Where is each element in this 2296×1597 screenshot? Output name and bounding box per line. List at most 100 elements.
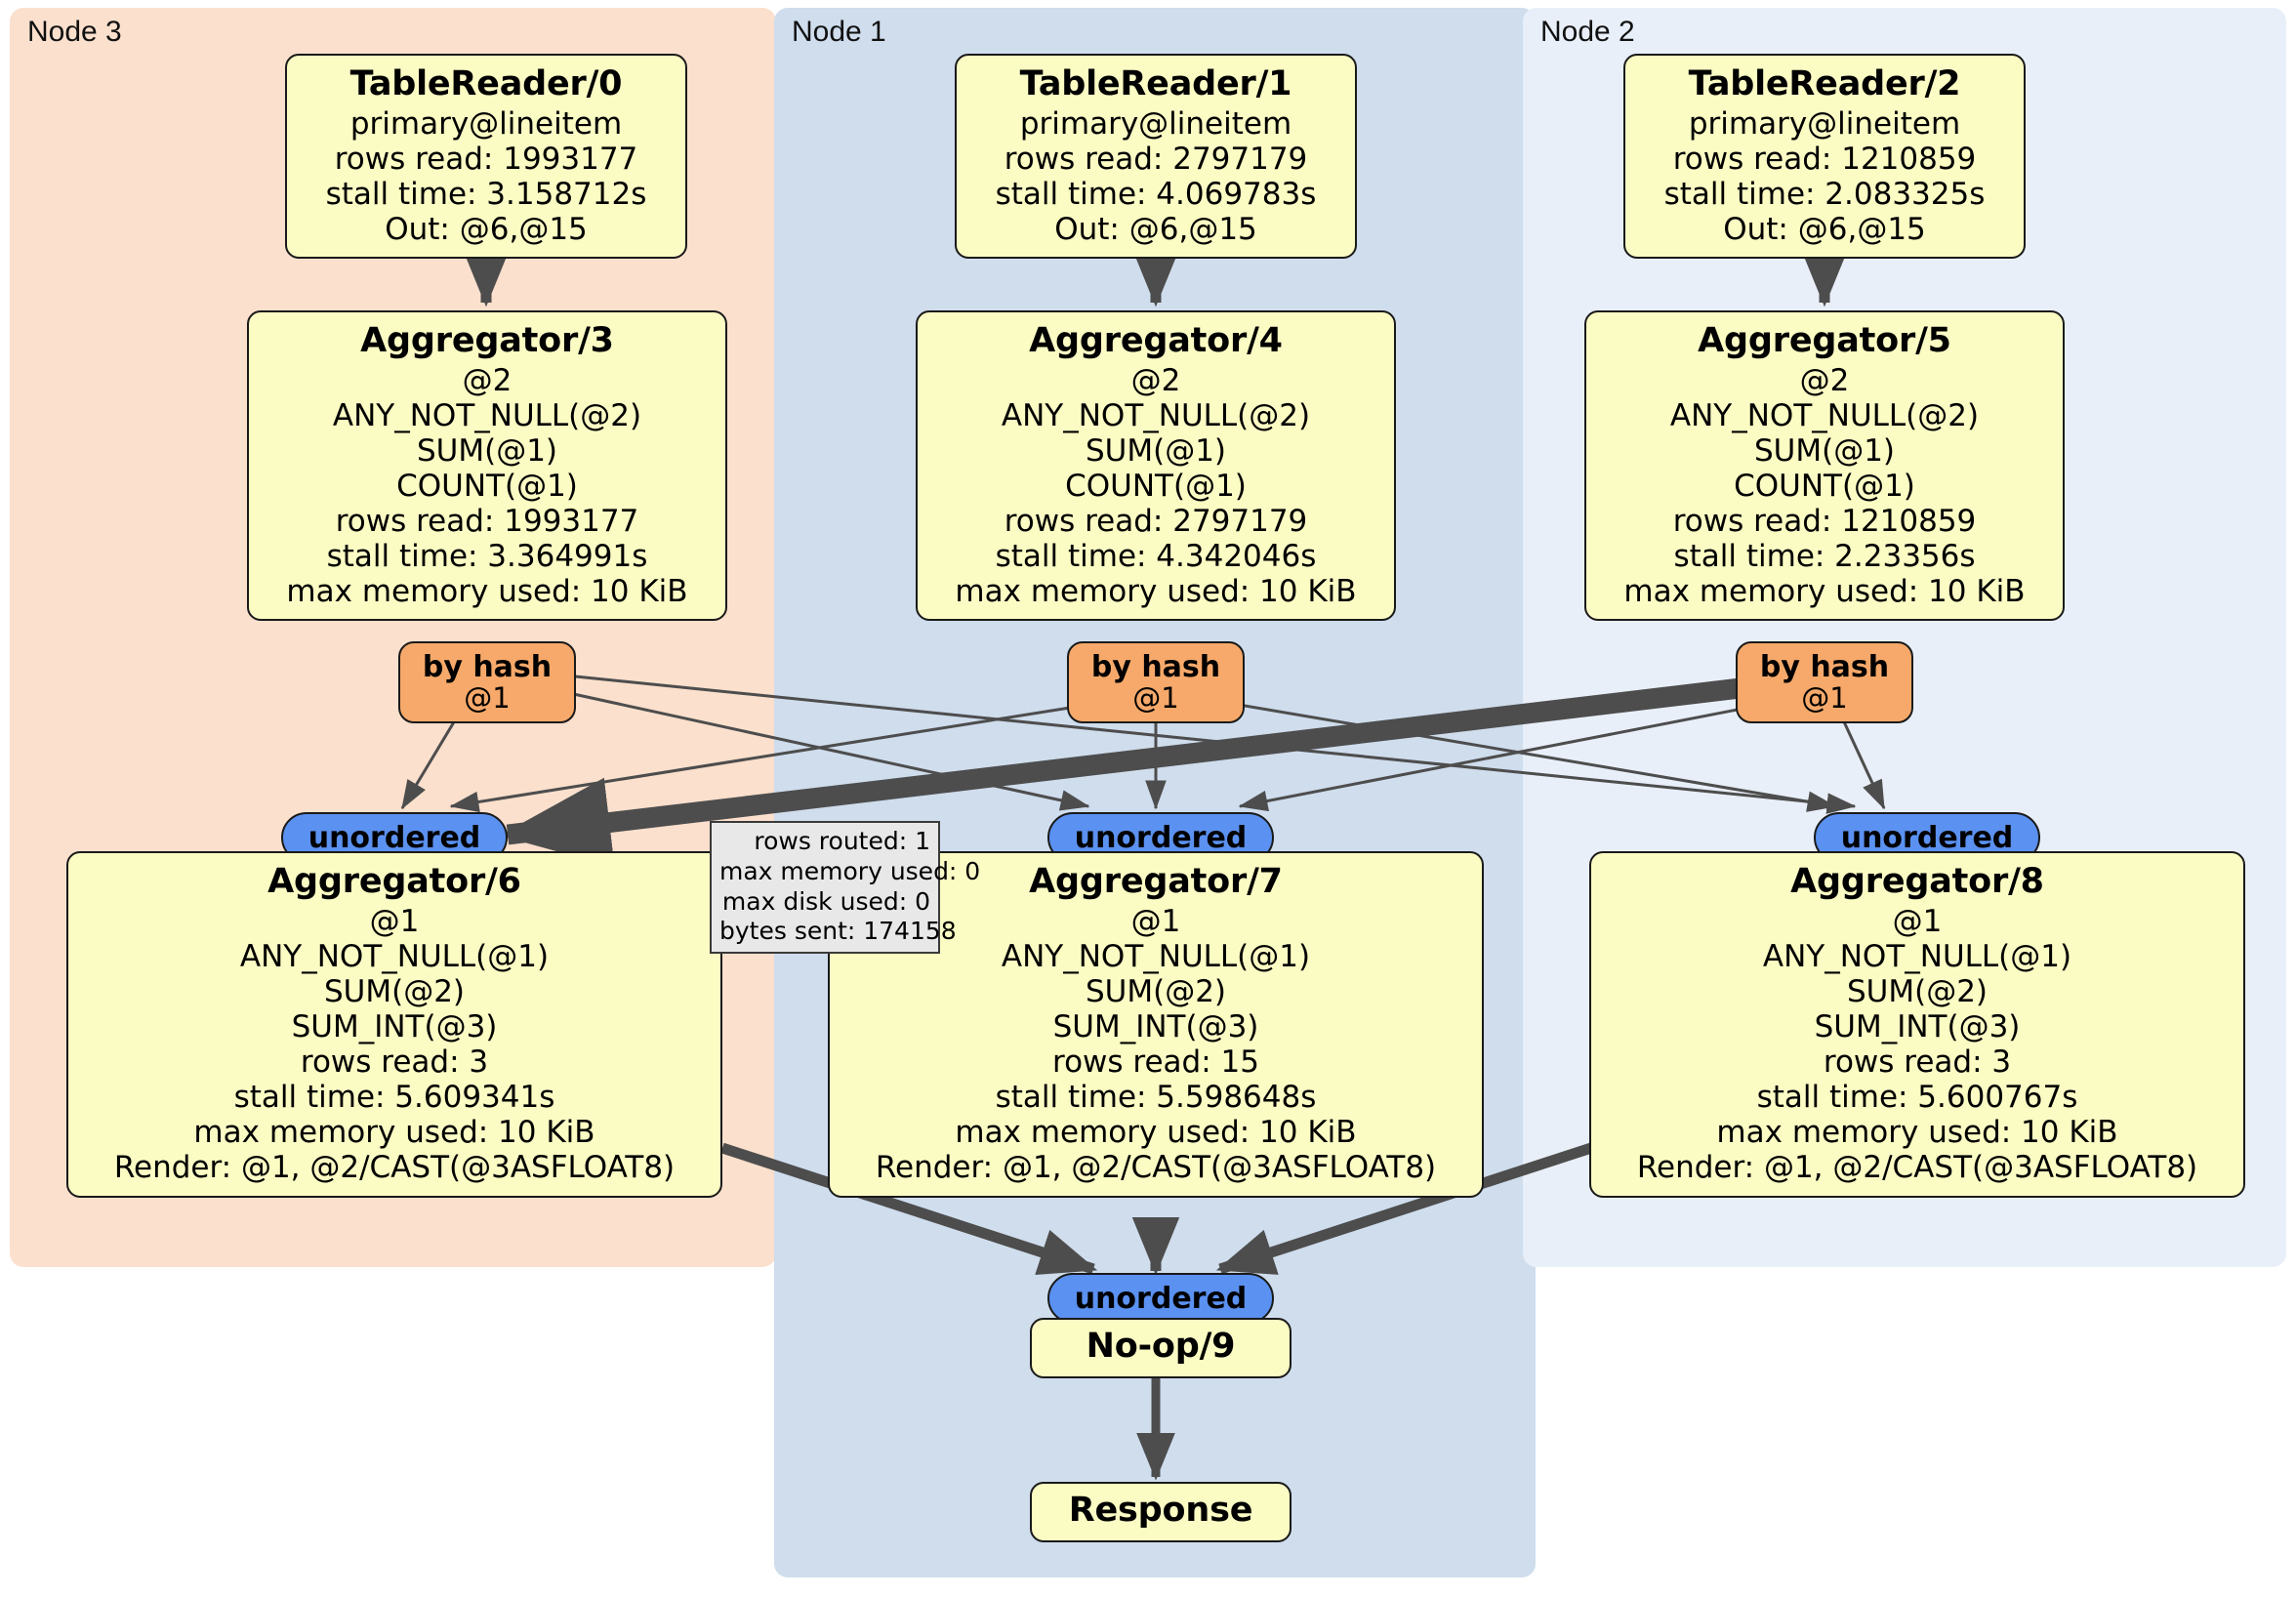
router-label: by hash [422, 649, 553, 684]
processor-line: SUM_INT(@3) [1814, 1009, 2021, 1045]
processor-title: Aggregator/5 [1698, 321, 1951, 360]
processor-line: SUM(@1) [1085, 432, 1227, 469]
cluster-node-3-label: Node 3 [27, 16, 122, 48]
stat-rows-routed: rows routed: 1 [754, 827, 930, 855]
processor-line: stall time: 2.083325s [1663, 176, 1986, 212]
processor-line: Out: @6,@15 [1054, 212, 1257, 248]
router-sublabel: @1 [1801, 680, 1848, 715]
processor-line: stall time: 5.598648s [995, 1080, 1317, 1116]
processor-line: stall time: 5.600767s [1756, 1080, 2078, 1116]
processor-aggregator-6[interactable]: Aggregator/6 @1 ANY_NOT_NULL(@1) SUM(@2)… [66, 851, 722, 1198]
stat-max-memory-used: max memory used: 0 [719, 856, 981, 885]
processor-aggregator-3[interactable]: Aggregator/3 @2 ANY_NOT_NULL(@2) SUM(@1)… [247, 310, 727, 622]
processor-line: rows read: 15 [1052, 1044, 1259, 1081]
processor-response[interactable]: Response [1030, 1482, 1292, 1542]
router-by-hash-5[interactable]: by hash @1 [1736, 641, 1913, 723]
synchronizer-label: unordered [308, 820, 481, 855]
processor-line: rows read: 3 [300, 1044, 489, 1081]
processor-line: @1 [1892, 903, 1943, 939]
processor-line: max memory used: 10 KiB [955, 574, 1357, 610]
processor-line: rows read: 1993177 [335, 504, 639, 540]
processor-title: Response [1068, 1491, 1253, 1530]
synchronizer-label: unordered [1840, 820, 2014, 855]
stat-bytes-sent: bytes sent: 174158 [719, 917, 957, 946]
processor-tablereader-1[interactable]: TableReader/1 primary@lineitem rows read… [955, 54, 1357, 260]
processor-line: @2 [1799, 362, 1850, 398]
processor-title: TableReader/0 [349, 64, 623, 103]
processor-title: No-op/9 [1086, 1327, 1236, 1366]
processor-tablereader-0[interactable]: TableReader/0 primary@lineitem rows read… [285, 54, 687, 260]
processor-aggregator-8[interactable]: Aggregator/8 @1 ANY_NOT_NULL(@1) SUM(@2)… [1589, 851, 2245, 1198]
processor-line: stall time: 2.23356s [1673, 539, 1976, 575]
processor-line: primary@lineitem [1019, 105, 1292, 142]
processor-title: Aggregator/8 [1790, 862, 2044, 901]
processor-line: rows read: 1993177 [334, 141, 638, 177]
processor-line: SUM(@2) [1846, 973, 1988, 1009]
router-by-hash-4[interactable]: by hash @1 [1067, 641, 1245, 723]
synchronizer-unordered-9[interactable]: unordered [1047, 1273, 1274, 1324]
cluster-node-1-label: Node 1 [792, 16, 886, 48]
processor-line: ANY_NOT_NULL(@2) [1001, 397, 1311, 433]
processor-line: stall time: 4.342046s [995, 539, 1317, 575]
processor-title: Aggregator/6 [267, 862, 521, 901]
synchronizer-label: unordered [1074, 1281, 1248, 1316]
router-sublabel: @1 [1132, 680, 1179, 715]
processor-line: stall time: 3.158712s [325, 176, 647, 212]
processor-line: ANY_NOT_NULL(@1) [239, 938, 550, 974]
processor-line: COUNT(@1) [1734, 469, 1915, 505]
router-label: by hash [1759, 649, 1890, 684]
router-by-hash-3[interactable]: by hash @1 [398, 641, 576, 723]
processor-line: rows read: 3 [1823, 1044, 2012, 1081]
processor-line: max memory used: 10 KiB [955, 1115, 1357, 1151]
processor-aggregator-5[interactable]: Aggregator/5 @2 ANY_NOT_NULL(@2) SUM(@1)… [1584, 310, 2065, 622]
processor-line: ANY_NOT_NULL(@2) [1669, 397, 1980, 433]
processor-line: ANY_NOT_NULL(@1) [1001, 938, 1311, 974]
processor-line: SUM(@1) [416, 432, 558, 469]
processor-title: TableReader/2 [1688, 64, 1961, 103]
processor-aggregator-4[interactable]: Aggregator/4 @2 ANY_NOT_NULL(@2) SUM(@1)… [916, 310, 1396, 622]
processor-line: primary@lineitem [1688, 105, 1961, 142]
processor-line: Out: @6,@15 [1723, 212, 1926, 248]
processor-title: Aggregator/3 [360, 321, 614, 360]
processor-line: rows read: 2797179 [1004, 141, 1308, 177]
processor-line: Out: @6,@15 [385, 212, 588, 248]
processor-line: max memory used: 10 KiB [1716, 1115, 2118, 1151]
processor-line: ANY_NOT_NULL(@2) [332, 397, 642, 433]
processor-line: stall time: 3.364991s [326, 539, 648, 575]
processor-line: rows read: 1210859 [1672, 141, 1977, 177]
synchronizer-label: unordered [1074, 820, 1248, 855]
processor-line: SUM(@2) [323, 973, 466, 1009]
processor-line: COUNT(@1) [1065, 469, 1247, 505]
processor-line: stall time: 5.609341s [233, 1080, 555, 1116]
processor-line: @2 [1130, 362, 1181, 398]
processor-line: stall time: 4.069783s [995, 176, 1317, 212]
processor-line: SUM(@1) [1753, 432, 1896, 469]
processor-line: @1 [1130, 903, 1181, 939]
processor-line: max memory used: 10 KiB [286, 574, 688, 610]
processor-title: Aggregator/4 [1029, 321, 1283, 360]
processor-line: COUNT(@1) [396, 469, 578, 505]
processor-title: Aggregator/7 [1029, 862, 1283, 901]
processor-line: Render: @1, @2/CAST(@3ASFLOAT8) [1636, 1150, 2198, 1186]
processor-title: TableReader/1 [1019, 64, 1292, 103]
stat-max-disk-used: max disk used: 0 [721, 886, 930, 916]
processor-line: rows read: 1210859 [1672, 504, 1977, 540]
processor-line: Render: @1, @2/CAST(@3ASFLOAT8) [875, 1150, 1437, 1186]
processor-line: ANY_NOT_NULL(@1) [1762, 938, 2072, 974]
cluster-node-2-label: Node 2 [1540, 16, 1635, 48]
processor-tablereader-2[interactable]: TableReader/2 primary@lineitem rows read… [1623, 54, 2026, 260]
processor-line: max memory used: 10 KiB [193, 1115, 595, 1151]
processor-line: Render: @1, @2/CAST(@3ASFLOAT8) [113, 1150, 676, 1186]
processor-line: primary@lineitem [349, 105, 623, 142]
router-sublabel: @1 [464, 680, 511, 715]
processor-line: @2 [462, 362, 512, 398]
router-label: by hash [1090, 649, 1221, 684]
processor-noop-9[interactable]: No-op/9 [1030, 1318, 1292, 1378]
processor-line: SUM_INT(@3) [1052, 1009, 1259, 1045]
processor-line: SUM_INT(@3) [291, 1009, 498, 1045]
processor-line: SUM(@2) [1085, 973, 1227, 1009]
processor-line: max memory used: 10 KiB [1623, 574, 2026, 610]
stream-stats-tooltip: rows routed: 1 max memory used: 0 max di… [710, 821, 981, 954]
processor-line: rows read: 2797179 [1004, 504, 1308, 540]
